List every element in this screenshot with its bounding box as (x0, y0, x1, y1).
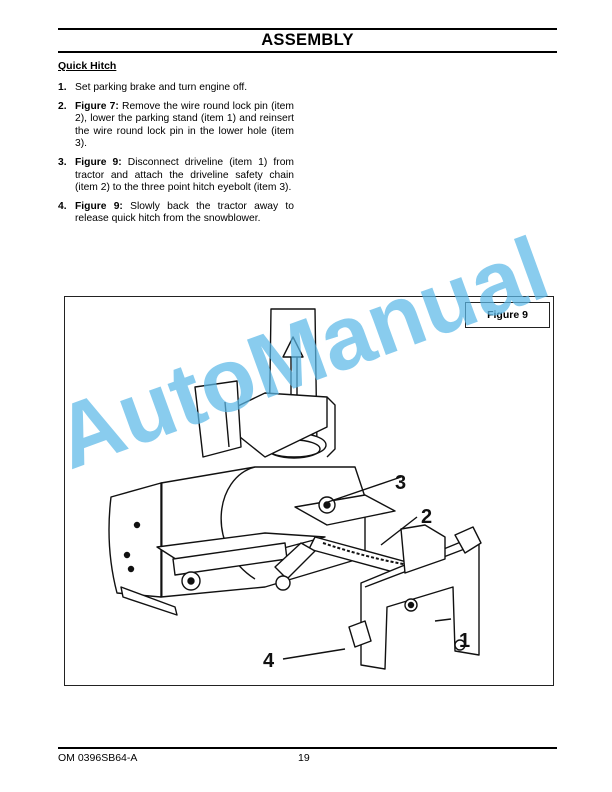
snowblower-illustration: 1 2 3 4 (108, 308, 482, 672)
step-item: 4. Figure 9: Slowly back the tractor awa… (58, 201, 294, 226)
footer-rule (58, 747, 557, 749)
header-top-rule (58, 28, 557, 30)
step-text: Set parking brake and turn engine off. (75, 82, 248, 93)
page-title: ASSEMBLY (261, 31, 354, 49)
step-number: 2. (58, 100, 67, 112)
step-item: 3. Figure 9: Disconnect driveline (item … (58, 157, 294, 195)
step-text: Slowly back the tractor away to release … (75, 200, 294, 225)
step-item: 1. Set parking brake and turn engine off… (58, 82, 294, 95)
callout-4: 4 (263, 650, 275, 672)
callout-1: 1 (459, 630, 470, 652)
step-text: Disconnect driveline (item 1) from tract… (75, 156, 294, 194)
instruction-steps: 1. Set parking brake and turn engine off… (58, 82, 294, 232)
figure-reference: Figure 7: (75, 100, 119, 112)
step-item: 2. Figure 7: Remove the wire round lock … (58, 101, 294, 151)
figure-label: Figure 9 (465, 302, 550, 328)
step-number: 4. (58, 200, 67, 212)
document-code: OM 0396SB64-A (58, 752, 138, 764)
callout-3: 3 (395, 472, 406, 494)
figure-reference: Figure 9: (75, 156, 122, 168)
step-number: 3. (58, 156, 67, 168)
callout-2: 2 (421, 506, 432, 528)
figure-reference: Figure 9: (75, 200, 123, 212)
page-number: 19 (298, 752, 310, 764)
header-bottom-rule (58, 51, 557, 53)
step-number: 1. (58, 82, 67, 93)
figure-9-frame: 1 2 3 4 (64, 296, 554, 686)
section-title: Quick Hitch (58, 60, 117, 72)
step-text: Remove the wire round lock pin (item 2),… (75, 100, 294, 150)
